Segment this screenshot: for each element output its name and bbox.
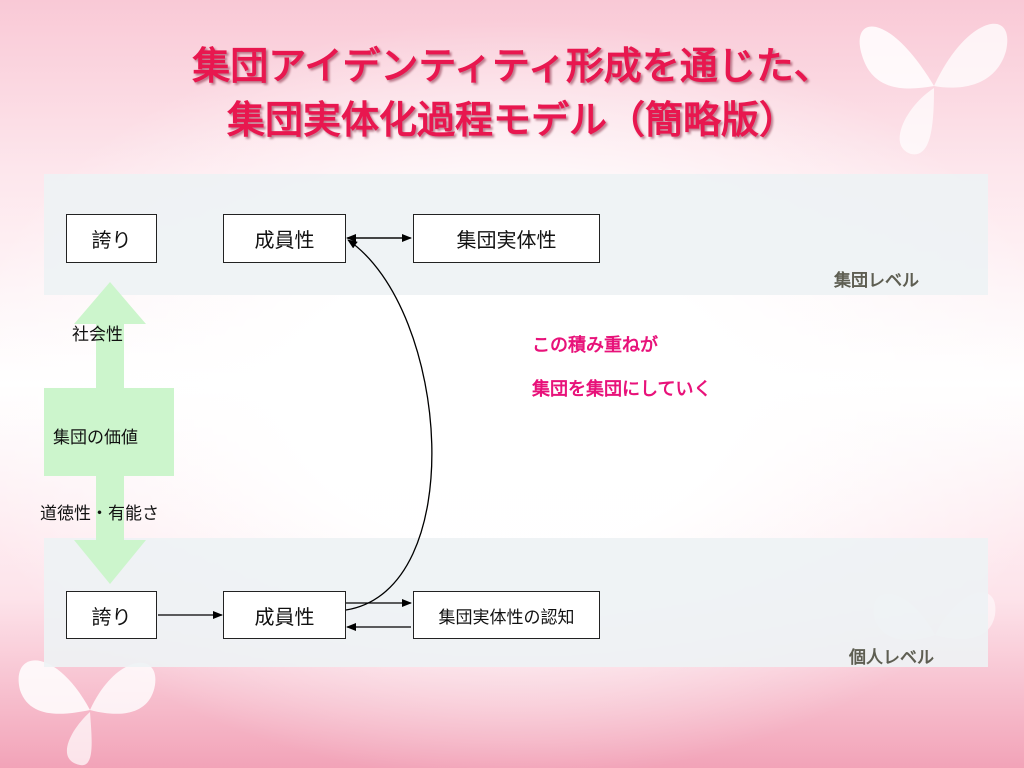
group-entitativity-box: 集団実体性 bbox=[413, 214, 600, 263]
sociality-label: 社会性 bbox=[72, 325, 123, 345]
individual-pride-box: 誇り bbox=[66, 591, 157, 639]
group-level-label: 集団レベル bbox=[834, 271, 919, 291]
accumulation-note-line-2: 集団を集団にしていく bbox=[532, 379, 712, 400]
group-value-label: 集団の価値 bbox=[53, 428, 138, 448]
slide-title-line-2: 集団実体化過程モデル（簡略版） bbox=[226, 98, 797, 142]
butterfly-icon bbox=[859, 23, 1008, 155]
individual-level-label: 個人レベル bbox=[849, 648, 934, 668]
entitativity-recognition-box: 集団実体性の認知 bbox=[413, 591, 600, 639]
group-membership-box: 成員性 bbox=[223, 214, 346, 263]
morality-competence-label: 道徳性・有能さ bbox=[40, 504, 159, 524]
butterfly-icon bbox=[18, 660, 156, 766]
individual-membership-box: 成員性 bbox=[223, 591, 346, 639]
slide-title-line-1: 集団アイデンティティ形成を通じた、 bbox=[192, 44, 832, 88]
accumulation-note-line-1: この積み重ねが bbox=[532, 335, 658, 356]
group-pride-box: 誇り bbox=[66, 214, 157, 263]
